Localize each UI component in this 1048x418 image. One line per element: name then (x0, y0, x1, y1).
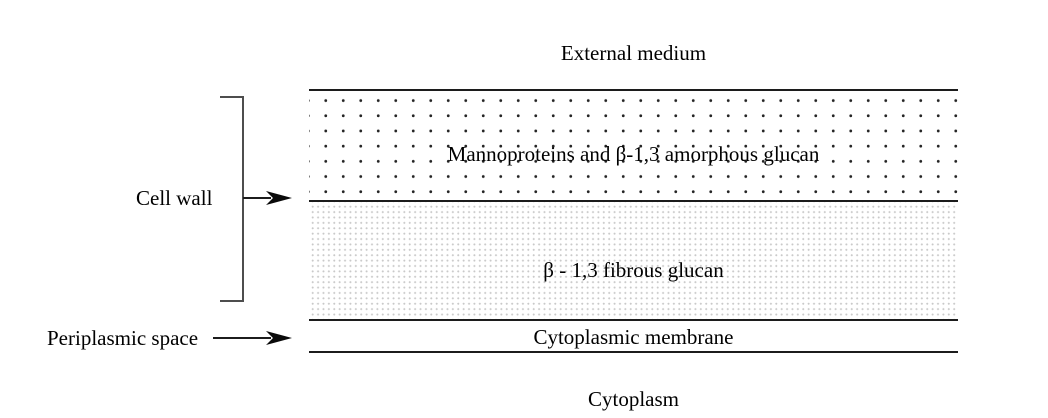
external-medium-label: External medium (560, 41, 707, 65)
membrane-bottom-line (309, 351, 958, 353)
periplasmic-arrow-shaft (213, 337, 271, 339)
cytoplasm-label: Cytoplasm (587, 387, 679, 411)
cell-wall-bracket-vertical (242, 96, 244, 302)
cell-wall-label: Cell wall (136, 186, 213, 210)
cell-wall-bracket-bottom-tick (220, 300, 244, 302)
periplasmic-space-label: Periplasmic space (47, 326, 199, 350)
fibrous-glucan-layer-label: β - 1,3 fibrous glucan (543, 258, 724, 282)
mannoprotein-layer-label: Mannoproteins and β-1,3 amorphous glucan (447, 142, 820, 166)
cell-wall-outer-line (309, 89, 958, 91)
cell-wall-bracket-top-tick (220, 96, 244, 98)
wall-layer-divider-line (309, 200, 958, 202)
periplasmic-arrowhead-icon (266, 331, 292, 345)
cell-wall-arrow-shaft (243, 197, 271, 199)
cytoplasmic-membrane-label: Cytoplasmic membrane (533, 325, 734, 349)
fibrous-glucan-layer (309, 202, 958, 319)
cell-wall-arrowhead-icon (266, 191, 292, 205)
mannoprotein-amorphous-glucan-layer (309, 91, 958, 200)
membrane-top-line (309, 319, 958, 321)
